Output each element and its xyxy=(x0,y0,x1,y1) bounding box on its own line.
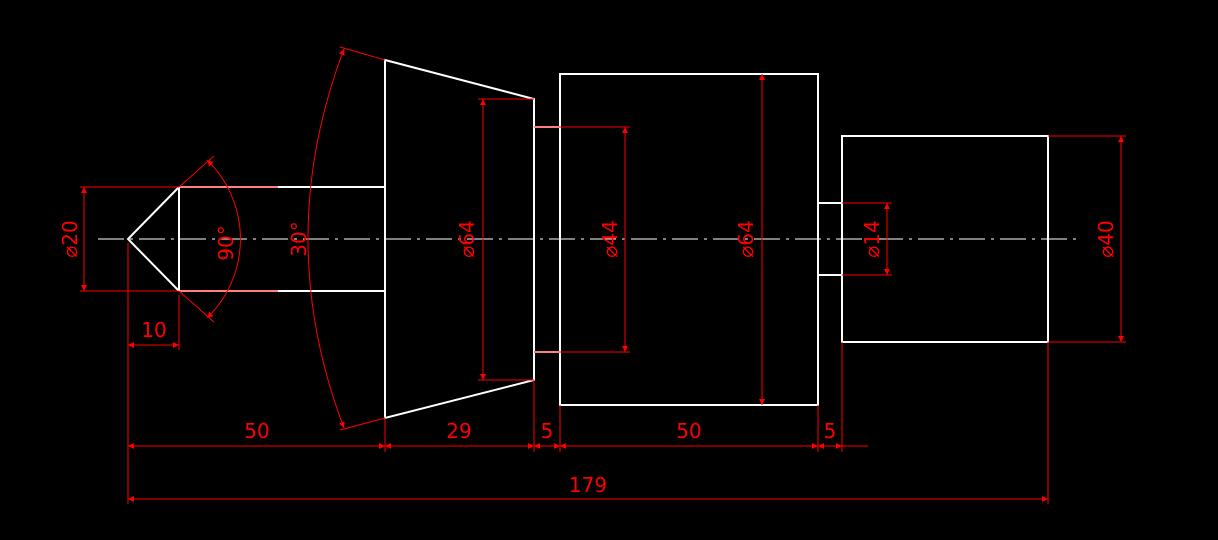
angle-arc-30 xyxy=(307,48,345,429)
dim-text-179: 179 xyxy=(569,473,607,497)
dim-text-50-a: 50 xyxy=(244,419,269,443)
dim-text-dia-64-body: ⌀64 xyxy=(734,220,758,258)
ext-line xyxy=(339,46,386,61)
angle-arc-90 xyxy=(206,159,241,319)
dim-text-dia-40: ⌀40 xyxy=(1094,220,1118,258)
dim-text-50-b: 50 xyxy=(676,419,701,443)
ext-line xyxy=(339,417,386,431)
cone-tip xyxy=(126,186,180,292)
dim-text-angle-30: 30° xyxy=(287,221,311,256)
dim-text-5-b: 5 xyxy=(824,419,837,443)
dim-text-29: 29 xyxy=(446,419,471,443)
dim-text-10: 10 xyxy=(141,318,166,342)
ext-line xyxy=(178,155,215,188)
dim-text-dia-64-taper: ⌀64 xyxy=(455,220,479,258)
dim-text-angle-90: 90° xyxy=(214,225,238,260)
dim-text-5-a: 5 xyxy=(541,419,554,443)
ext-line xyxy=(178,290,215,323)
end-section xyxy=(841,135,1049,343)
dim-text-dia-20: ⌀20 xyxy=(58,220,82,258)
dim-text-dia-14: ⌀14 xyxy=(860,220,884,258)
main-body xyxy=(559,73,819,406)
dim-text-dia-44: ⌀44 xyxy=(598,220,622,258)
